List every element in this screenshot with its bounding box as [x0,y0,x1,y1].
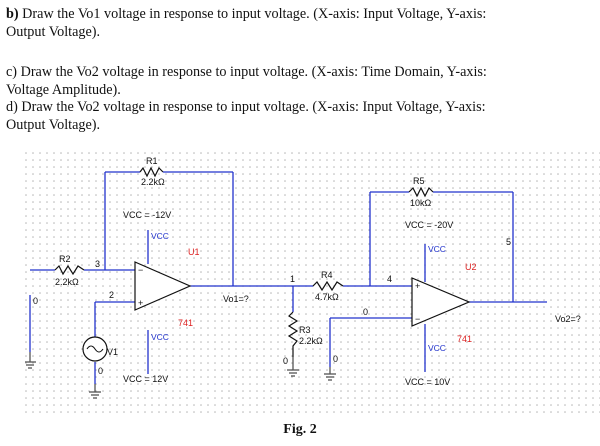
r1-name: R1 [146,156,158,166]
u2-name: U2 [465,262,477,272]
vcc-u2-top-pin: VCC [428,244,446,254]
r4-name: R4 [321,270,333,280]
vcc-u1-bottom-pin: VCC [151,332,169,342]
node-label: 3 [95,259,100,269]
question-c-line-1: c) Draw the Vo2 voltage in response to i… [6,64,487,80]
u1-model: 741 [178,318,193,328]
circuit-schematic: − + + − R1 2.2kΩ R2 2.2kΩ R3 2.2kΩ R4 4.… [25,152,600,417]
svg-text:+: + [138,298,143,308]
vo1-label: Vo1=? [223,294,249,304]
v1-name: V1 [107,347,118,357]
opamp-u2: + − [411,277,471,327]
question-b-marker: b) [6,6,19,22]
resistor-r2 [54,264,85,276]
question-b-line-1: b) Draw the Vo1 voltage in response to i… [6,6,486,23]
vcc-u2-top-label: VCC = -20V [405,220,453,230]
svg-text:−: − [138,265,143,275]
resistor-r3 [287,311,299,357]
r3-name: R3 [299,325,311,335]
r5-value: 10kΩ [410,198,432,208]
r4-value: 4.7kΩ [315,292,339,302]
r1-value: 2.2kΩ [141,177,165,187]
resistor-r5 [408,186,434,198]
node-label: 1 [290,274,295,284]
vcc-u1-top-pin: VCC [151,231,169,241]
vcc-u1-bottom-label: VCC = 12V [123,374,168,384]
resistor-r4 [312,280,344,292]
r2-name: R2 [59,254,71,264]
svg-text:+: + [415,281,420,291]
ground-symbols [25,352,336,399]
vcc-u2-bottom-pin: VCC [428,343,446,353]
u2-model: 741 [457,334,472,344]
node-label: 4 [387,274,392,284]
grid-background [25,152,600,417]
node-label: 0 [98,366,103,376]
r2-value: 2.2kΩ [55,277,79,287]
question-b-line-2: Output Voltage). [6,24,101,40]
vcc-u1-top-label: VCC = -12V [123,210,171,220]
vcc-u2-bottom-label: VCC = 10V [405,377,450,387]
node-label: 0 [283,356,288,366]
resistor-r1 [139,166,164,178]
question-b-text: Draw the Vo1 voltage in response to inpu… [18,6,487,22]
opamp-u1: − + [134,261,192,311]
question-d-line-1: d) Draw the Vo2 voltage in response to i… [6,99,486,115]
svg-text:−: − [415,314,420,324]
vo2-label: Vo2=? [555,314,581,324]
figure-caption: Fig. 2 [283,422,317,437]
u1-name: U1 [188,247,200,257]
node-label: 0 [33,296,38,306]
question-d-line-2: Output Voltage). [6,117,101,133]
node-label: 0 [333,354,338,364]
node-label: 2 [109,290,114,300]
ac-source-v1 [82,336,108,362]
question-c-line-2: Voltage Amplitude). [6,82,121,98]
wires [29,171,547,384]
resistor-symbols [54,166,434,357]
node-label: 0 [363,307,368,317]
node-label: 5 [506,237,511,247]
r5-name: R5 [413,176,425,186]
r3-value: 2.2kΩ [299,336,323,346]
